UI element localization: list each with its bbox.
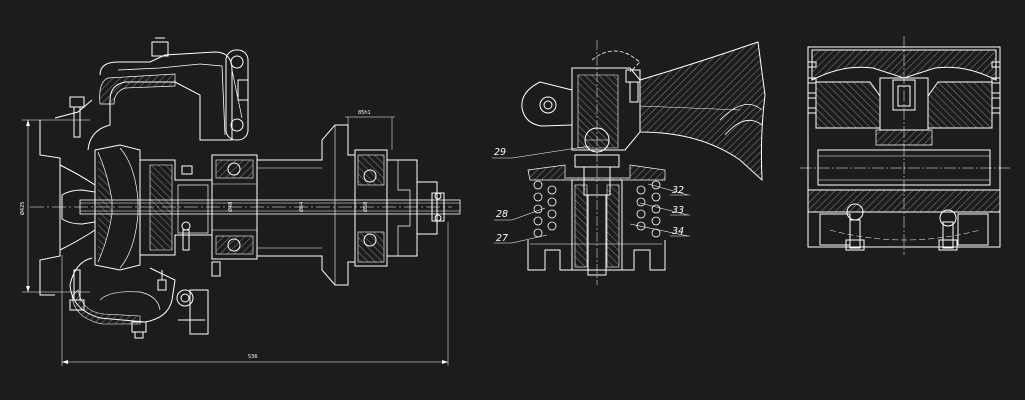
callout-27: 27 <box>496 233 508 244</box>
dimension-overall-length: 536 <box>248 354 258 360</box>
dimension-shaft-upper: 85h1 <box>358 110 371 116</box>
callout-34: 34 <box>672 226 684 237</box>
callout-29: 29 <box>494 147 506 158</box>
rocker-valve-section <box>492 40 766 285</box>
diameter-mark-2: Ø64 <box>298 202 305 212</box>
diameter-mark-3: Ø58 <box>362 202 369 212</box>
dimension-left-height: Ø425 <box>19 202 26 215</box>
diameter-mark-1: Ø48 <box>227 202 234 212</box>
turbocharger-section <box>22 37 461 366</box>
piston-section <box>800 36 1010 255</box>
callout-32: 32 <box>672 185 684 196</box>
piston-lower-curve <box>829 229 981 241</box>
callout-33: 33 <box>672 205 684 216</box>
callout-28: 28 <box>496 209 508 220</box>
